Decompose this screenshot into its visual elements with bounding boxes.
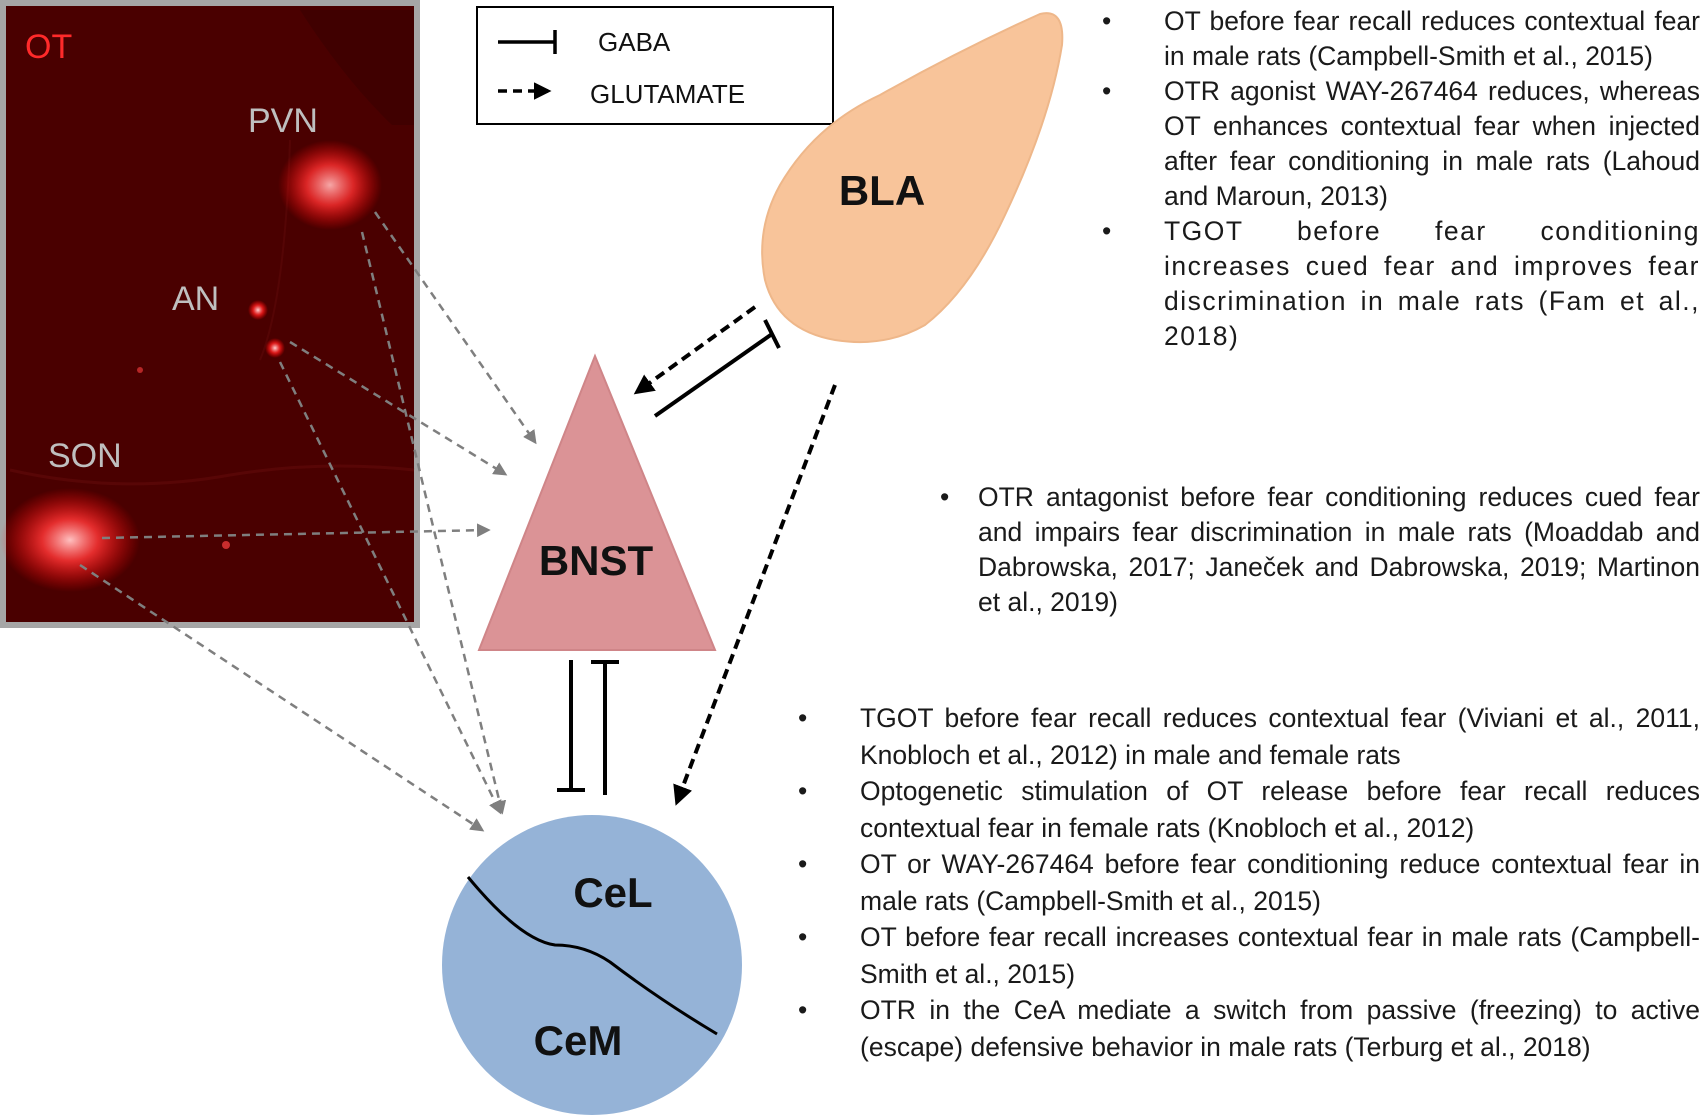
list-item: OT before fear recall increases contextu… (798, 919, 1700, 992)
bla-label: BLA (839, 167, 925, 214)
pvn-nucleus (278, 140, 382, 230)
bla-region (761, 12, 1064, 344)
an-cell (265, 338, 285, 358)
bnst-to-bla-gaba (653, 332, 774, 418)
legend-box (476, 6, 834, 125)
son-nucleus (0, 488, 140, 592)
bla-findings-list: OT before fear recall reduces contextual… (1102, 4, 1700, 354)
bla-to-bnst-glutamate (633, 305, 757, 395)
legend: GABA GLUTAMATE (476, 6, 834, 125)
micrograph-title: OT (25, 28, 72, 66)
ot-micrograph: OT PVN AN SON (0, 0, 420, 628)
bnst-to-bla-gaba-bar (763, 319, 781, 349)
son-label: SON (48, 437, 122, 475)
bnst-findings-list: OTR antagonist before fear conditioning … (940, 480, 1700, 620)
an-to-bnst-arrow (289, 340, 508, 476)
an-label: AN (172, 280, 219, 318)
tissue-contour (9, 464, 415, 486)
list-item: TGOT before fear conditioning increases … (1102, 214, 1700, 354)
pvn-to-cea-arrow (360, 231, 507, 815)
pvn-to-bnst-arrow (373, 211, 537, 445)
tissue-shadow (300, 10, 414, 125)
ot-projections (79, 211, 537, 832)
cea-findings-list: TGOT before fear recall reduces contextu… (798, 700, 1700, 1065)
son-to-cea-arrow (79, 563, 485, 832)
bnst-region (477, 353, 717, 651)
cea-region (442, 815, 742, 1115)
list-item: OT or WAY-267464 before fear conditionin… (798, 846, 1700, 919)
list-item: OTR in the CeA mediate a switch from pas… (798, 992, 1700, 1065)
ot-cell (222, 541, 230, 549)
circuit-connections (557, 305, 837, 806)
list-item: TGOT before fear recall reduces contextu… (798, 700, 1700, 773)
legend-glutamate: GLUTAMATE (590, 79, 745, 109)
cem-label: CeM (534, 1017, 623, 1064)
pvn-label: PVN (248, 102, 318, 140)
bla-to-cea-glutamate (673, 384, 837, 806)
cel-cem-boundary (466, 876, 718, 1036)
ot-cell (137, 367, 143, 373)
list-item: OTR agonist WAY-267464 reduces, whereas … (1102, 74, 1700, 214)
legend-gaba: GABA (598, 27, 671, 57)
list-item: OTR antagonist before fear conditioning … (940, 480, 1700, 620)
cel-label: CeL (573, 869, 652, 916)
an-cell (248, 300, 268, 320)
list-item: OT before fear recall reduces contextual… (1102, 4, 1700, 74)
bnst-label: BNST (539, 537, 654, 584)
list-item: Optogenetic stimulation of OT release be… (798, 773, 1700, 846)
